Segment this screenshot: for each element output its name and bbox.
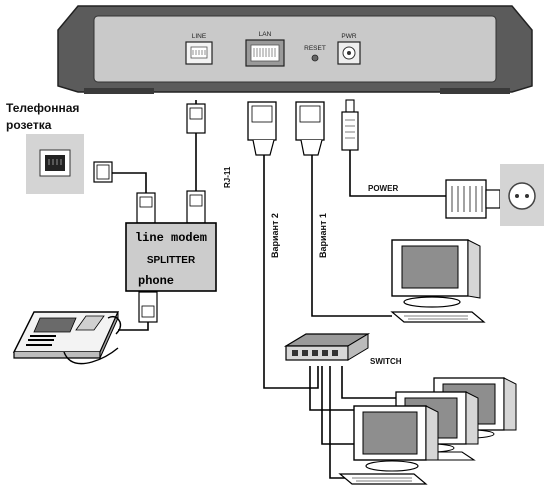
telephone [12,311,122,365]
power-plug [341,99,359,151]
plug-splitter-line [136,192,156,224]
switch-label: SWITCH [370,357,402,366]
phone-wall-socket [26,134,84,194]
variant-1-label: Вариант 1 [318,213,328,258]
computer-group-variant-2 [338,377,517,485]
plug-phone-socket [93,161,113,183]
router: LINE LAN RESET PWR [57,5,533,94]
phone-socket-label: Телефонная розетка [6,101,80,132]
lan-port-label: LAN [259,31,272,38]
power-outlet [500,164,544,226]
lan-port [245,39,285,67]
plug-splitter-modem [186,190,206,224]
plug-router-line [186,103,206,134]
rj11-label: RJ-11 [223,166,232,188]
splitter-phone-label: phone [138,274,174,288]
reset-button [311,54,319,62]
plug-splitter-phone [138,291,158,323]
reset-label: RESET [304,45,326,52]
plug-lan-variant-1 [295,101,325,156]
power-adapter [445,179,501,219]
splitter-title: SPLITTER [147,255,196,266]
splitter: line modem SPLITTER phone [125,222,217,292]
plug-lan-variant-2 [247,101,277,156]
cables [112,100,446,479]
power-jack [337,41,361,65]
computer-variant-1 [390,239,486,323]
computer-front [338,405,439,485]
line-port [185,41,213,65]
splitter-line-modem-label: line modem [135,231,207,245]
variant-2-label: Вариант 2 [270,213,280,258]
line-port-label: LINE [192,33,207,40]
network-switch [283,333,371,361]
power-label: POWER [368,184,398,193]
pwr-port-label: PWR [341,33,356,40]
